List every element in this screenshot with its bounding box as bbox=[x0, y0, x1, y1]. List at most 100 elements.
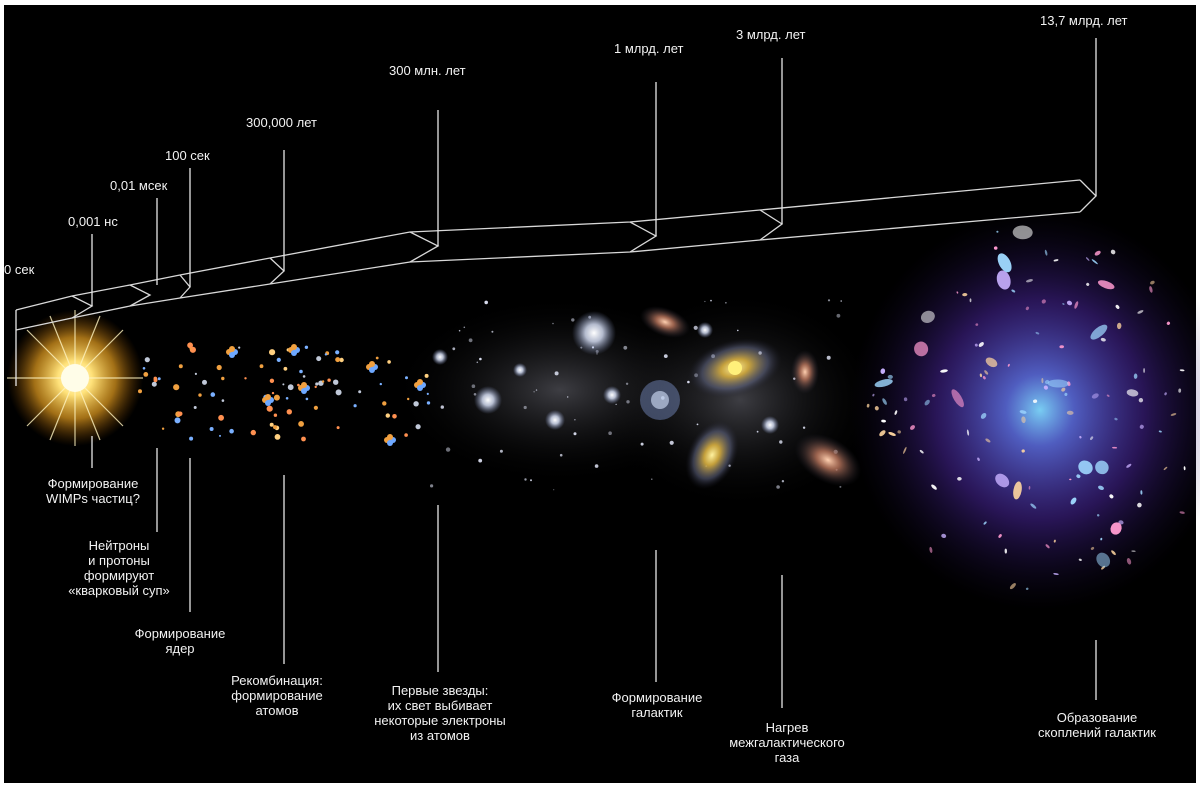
cluster-galaxy bbox=[1025, 587, 1029, 590]
cluster-galaxy bbox=[910, 425, 915, 430]
cluster-galaxy bbox=[1178, 388, 1182, 393]
cluster-galaxy bbox=[998, 534, 1002, 538]
faint-star bbox=[840, 300, 842, 302]
cluster-galaxy bbox=[979, 373, 983, 378]
particle bbox=[282, 383, 285, 386]
particle bbox=[314, 385, 317, 389]
particle bbox=[151, 381, 157, 387]
cluster-galaxy bbox=[1097, 280, 1115, 290]
cluster-galaxy bbox=[1140, 490, 1143, 495]
cluster-galaxy bbox=[882, 398, 887, 405]
cluster-galaxy bbox=[1090, 546, 1095, 550]
particle bbox=[335, 350, 340, 355]
faint-star bbox=[535, 389, 538, 391]
cluster-galaxy bbox=[1179, 511, 1185, 514]
event-caption-nuclei: Формирование ядер bbox=[120, 626, 240, 656]
cluster-galaxy bbox=[1150, 280, 1155, 285]
particle bbox=[187, 342, 194, 349]
cluster-galaxy bbox=[1066, 300, 1073, 306]
atom-nucleon bbox=[265, 400, 271, 406]
cluster-galaxy bbox=[1026, 279, 1033, 283]
faint-star bbox=[608, 431, 612, 436]
particle bbox=[299, 369, 303, 374]
cluster-galaxy bbox=[956, 291, 959, 294]
cluster-galaxy bbox=[888, 431, 896, 437]
cluster-galaxy bbox=[1098, 485, 1104, 491]
event-caption-line: Рекомбинация: bbox=[231, 673, 323, 688]
particle bbox=[138, 389, 142, 394]
particle bbox=[218, 414, 225, 421]
faint-star bbox=[651, 478, 653, 480]
particle bbox=[269, 378, 275, 383]
event-caption-first-stars: Первые звезды: их свет выбивает некоторы… bbox=[360, 683, 520, 743]
particle-field bbox=[138, 299, 842, 491]
particle bbox=[375, 356, 379, 360]
cluster-galaxy bbox=[1112, 446, 1118, 449]
event-caption-line: атомов bbox=[255, 703, 299, 718]
particle bbox=[271, 391, 275, 395]
cluster-galaxy bbox=[1078, 558, 1082, 561]
particle bbox=[221, 376, 225, 381]
cluster-galaxy bbox=[1085, 257, 1090, 261]
cluster-galaxy bbox=[1053, 573, 1059, 575]
cluster-galaxy bbox=[1061, 387, 1066, 392]
event-leader-lines bbox=[91, 436, 1097, 708]
cluster-galaxy bbox=[1109, 494, 1114, 499]
faint-star bbox=[839, 485, 842, 488]
faint-star bbox=[781, 480, 785, 483]
cluster-galaxy bbox=[1163, 466, 1168, 471]
particle bbox=[415, 424, 421, 430]
cluster-galaxy bbox=[996, 270, 1011, 290]
particle bbox=[333, 379, 339, 385]
time-ticks bbox=[15, 38, 1097, 386]
particle bbox=[177, 411, 183, 417]
cluster-galaxy bbox=[903, 397, 908, 402]
faint-star bbox=[573, 432, 577, 436]
event-caption-galaxies: Формирование галактик bbox=[592, 690, 722, 720]
cluster-galaxy bbox=[1096, 552, 1111, 568]
cluster-galaxy bbox=[996, 230, 999, 233]
event-caption-line: Первые звезды: bbox=[391, 683, 489, 698]
cluster-galaxy bbox=[931, 484, 937, 490]
faint-star bbox=[574, 419, 576, 421]
cluster-galaxy bbox=[1091, 259, 1098, 265]
particle bbox=[250, 429, 256, 436]
cluster-galaxy bbox=[977, 457, 980, 461]
particle bbox=[273, 425, 277, 430]
cluster-galaxy bbox=[1114, 417, 1118, 421]
particle bbox=[379, 382, 382, 386]
particle bbox=[274, 434, 281, 440]
particle bbox=[244, 377, 247, 380]
faint-star bbox=[693, 325, 698, 330]
faint-star bbox=[640, 442, 644, 446]
cluster-galaxy bbox=[962, 292, 968, 297]
cluster-galaxy bbox=[1110, 249, 1116, 255]
cluster-galaxy bbox=[1137, 502, 1142, 508]
particle bbox=[315, 382, 319, 386]
event-caption-line: и протоны bbox=[88, 553, 150, 568]
event-caption-line: межгалактического bbox=[729, 735, 845, 750]
cluster-galaxy bbox=[1078, 460, 1093, 475]
particle bbox=[404, 433, 408, 437]
cluster-galaxy bbox=[1059, 345, 1064, 349]
faint-star bbox=[696, 423, 699, 426]
cluster-galaxy bbox=[1019, 410, 1027, 414]
cluster-galaxy bbox=[1106, 394, 1110, 397]
particle bbox=[304, 345, 309, 349]
faint-star bbox=[827, 299, 831, 302]
event-caption-line: Формирование bbox=[134, 626, 226, 641]
cluster-galaxy bbox=[1149, 286, 1153, 293]
cluster-galaxy bbox=[985, 357, 998, 368]
cluster-galaxy bbox=[957, 476, 962, 481]
faint-star bbox=[625, 382, 629, 385]
time-label-6: 1 млрд. лет bbox=[614, 41, 684, 56]
time-label-3: 100 сек bbox=[165, 148, 210, 163]
faint-star bbox=[491, 330, 494, 333]
particle bbox=[273, 394, 280, 401]
cluster-galaxy bbox=[995, 473, 1010, 488]
faint-star bbox=[559, 453, 563, 457]
time-label-8: 13,7 млрд. лет bbox=[1040, 13, 1128, 28]
cluster-galaxy bbox=[966, 429, 970, 436]
faint-star bbox=[710, 299, 712, 302]
